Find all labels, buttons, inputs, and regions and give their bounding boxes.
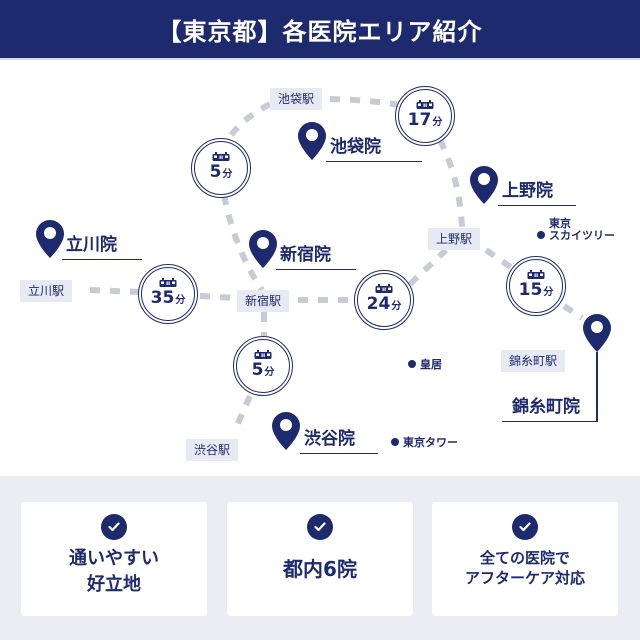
landmark-label: 東京タワー (403, 436, 458, 449)
time-unit: 分 (222, 169, 233, 180)
train-icon (212, 152, 230, 161)
time-unit: 分 (175, 295, 186, 306)
time-value: 17 (407, 110, 432, 130)
train-icon (375, 284, 393, 293)
feature-card-location: 通いやすい 好立地 (21, 502, 207, 616)
time-value: 5 (209, 162, 222, 182)
station-kinshicho: 錦糸町駅 (501, 350, 566, 372)
landmark-dot-icon (408, 360, 416, 368)
time-unit: 分 (432, 117, 443, 128)
features-section: 通いやすい 好立地 都内6院 全ての医院で アフターケア対応 (0, 476, 640, 640)
map-pin-icon (249, 230, 277, 268)
travel-time-ikebukuro-ueno: 17分 (395, 86, 455, 146)
time-value: 15 (518, 280, 543, 300)
clinic-kinshicho[interactable]: 錦糸町院 (502, 392, 598, 422)
clinic-label: 立川院 (62, 230, 142, 260)
train-icon (159, 278, 177, 287)
travel-time-shinjuku-ueno: 24分 (354, 270, 414, 330)
station-tachikawa: 立川駅 (20, 280, 73, 302)
check-icon (512, 514, 538, 540)
clinic-label: 新宿院 (276, 240, 356, 270)
landmark-label: 皇居 (420, 358, 442, 371)
clinic-shinjuku[interactable]: 新宿院 (276, 240, 356, 270)
station-shibuya: 渋谷駅 (186, 439, 239, 461)
feature-card-six-clinics: 都内6院 (227, 502, 413, 616)
clinic-label: 錦糸町院 (502, 392, 598, 422)
landmark-tokyo-tower: 東京タワー (391, 434, 458, 450)
time-value: 35 (150, 288, 175, 308)
map-pin-icon (470, 166, 498, 204)
time-value: 24 (366, 294, 391, 314)
landmark-skytree: 東京 スカイツリー (537, 218, 615, 242)
clinic-tachikawa[interactable]: 立川院 (62, 230, 142, 260)
landmark-dot-icon (391, 438, 399, 446)
clinic-ueno[interactable]: 上野院 (498, 176, 576, 206)
clinic-ikebukuro[interactable]: 池袋院 (326, 132, 422, 162)
travel-time-shinjuku-shibuya: 5分 (233, 336, 293, 396)
travel-time-ueno-kinshicho: 15分 (506, 256, 566, 316)
landmark-label-line2: スカイツリー (549, 229, 615, 242)
header-bar: 【東京都】各医院エリア紹介 (0, 0, 640, 60)
landmark-label-line1: 東京 (549, 217, 571, 230)
station-ikebukuro: 池袋駅 (270, 88, 323, 110)
feature-text: 都内6院 (283, 557, 357, 581)
station-shinjuku: 新宿駅 (237, 290, 290, 312)
train-icon (527, 270, 545, 279)
map-pin-icon (583, 314, 611, 352)
feature-card-aftercare: 全ての医院で アフターケア対応 (432, 502, 618, 616)
clinic-label: 渋谷院 (300, 424, 378, 454)
clinic-shibuya[interactable]: 渋谷院 (300, 424, 378, 454)
time-unit: 分 (543, 287, 554, 298)
travel-time-shinjuku-ikebukuro: 5分 (191, 138, 251, 198)
clinic-kinshicho-leader-line (596, 352, 598, 422)
map-pin-icon (36, 220, 64, 258)
clinic-label: 上野院 (498, 176, 576, 206)
train-icon (416, 100, 434, 109)
time-unit: 分 (391, 301, 402, 312)
check-icon (307, 514, 333, 540)
time-unit: 分 (264, 367, 275, 378)
page-title: 【東京都】各医院エリア紹介 (157, 17, 483, 46)
map-pin-icon (272, 412, 300, 450)
feature-text: 全ての医院で アフターケア対応 (464, 549, 585, 587)
landmark-dot-icon (537, 231, 545, 239)
time-value: 5 (251, 360, 264, 380)
clinic-label: 池袋院 (326, 132, 422, 162)
check-icon (101, 514, 127, 540)
map-pin-icon (298, 122, 326, 160)
station-ueno: 上野駅 (428, 228, 481, 250)
feature-text: 通いやすい 好立地 (69, 548, 159, 595)
travel-time-tachikawa-shinjuku: 35分 (138, 264, 198, 324)
landmark-imperial-palace: 皇居 (408, 356, 442, 372)
train-icon (254, 350, 272, 359)
